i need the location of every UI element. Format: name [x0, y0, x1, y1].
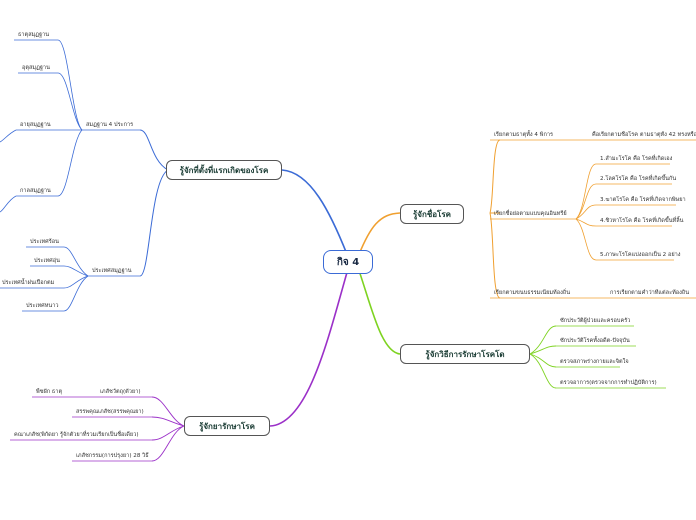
- edge-byVirtue-4: [575, 218, 597, 227]
- edge-center-cause: [281, 169, 351, 263]
- edge-treat-3: [529, 353, 557, 368]
- subtopic-by-virtue[interactable]: เรียกชื่อย่อตามแบบคุณอินทรีย์: [494, 211, 567, 217]
- edge-types-1: [63, 246, 89, 277]
- edge-elements-4: [57, 129, 83, 197]
- edge-med-1: [151, 396, 185, 427]
- leaf-by-virtue-4[interactable]: 4.ชิวหาโรโค คือ โรคที่เกิดขึ้นที่ลิ้น: [600, 218, 684, 224]
- leaf-element-1[interactable]: ธาตุสมุฏฐาน: [18, 32, 50, 38]
- main-node-name[interactable]: รู้จักชื่อโรค: [400, 204, 464, 224]
- leaf-element-4[interactable]: กาลสมุฏฐาน: [20, 188, 51, 194]
- leaf-type-2[interactable]: ประเทศอุ่น: [34, 258, 60, 264]
- leaf-by-custom-1[interactable]: การเรียกตามคำว่าที่แต่ละท้องถิ่น: [610, 290, 690, 296]
- main-node-cause[interactable]: รู้จักที่ตั้งที่แรกเกิดของโรค: [166, 160, 282, 180]
- leaf-pharmacology-1[interactable]: พืชผัก ธาตุ: [36, 389, 63, 395]
- leaf-by-element-1[interactable]: คือเรียกตามชื่อโรค ตามธาตุทั้ง 42 ทรงหรื…: [592, 132, 696, 138]
- leaf-by-virtue-1[interactable]: 1.สำมะโรโค คือ โรคที่เกิดเอง: [600, 156, 673, 162]
- edge-treat-2: [529, 345, 557, 355]
- edge-med-2: [151, 416, 185, 427]
- leaf-treat-4[interactable]: ตรวจอาการ(ตรวจจากการทำปฏิบัติการ): [560, 380, 657, 386]
- edge-center-treat: [355, 261, 401, 355]
- edge-types-2: [63, 265, 89, 277]
- edge-byVirtue-2: [575, 183, 597, 220]
- edge-byVirtue-5: [575, 218, 597, 261]
- leaf-type-1[interactable]: ประเทศร้อน: [30, 239, 59, 245]
- subtopic-by-element[interactable]: เรียกตามธาตุทั้ง 4 พิการ: [494, 132, 553, 138]
- main-node-medicine[interactable]: รู้จักยารักษาโรค: [184, 416, 270, 436]
- subtopic-pharmacology[interactable]: เภสัชวัตถุ(ตัวยา): [100, 389, 141, 395]
- edge-cause-types: [139, 169, 169, 277]
- edge-types-4: [63, 275, 89, 312]
- edge-elements-2: [57, 72, 83, 131]
- edge-treat-4: [529, 353, 557, 389]
- leaf-by-virtue-3[interactable]: 3.ฆาตโรโค คือ โรคที่เกิดจากพิษยา: [600, 197, 686, 203]
- edge-center-medicine: [269, 261, 351, 427]
- leaf-element-3[interactable]: อายุสมุฏฐาน: [20, 122, 51, 128]
- leaf-by-virtue-5[interactable]: 5.ภาษะโรโคแบ่งออกเป็น 2 อย่าง: [600, 252, 681, 258]
- leaf-by-virtue-2[interactable]: 2.โลคโรโค คือ โรคที่เกิดขึ้นกัน: [600, 176, 677, 182]
- subtopic-properties[interactable]: สรรพคุณเภสัช(สรรพคุณยา): [76, 409, 144, 415]
- edge-cause-elements: [139, 129, 169, 171]
- leaf-treat-3[interactable]: ตรวจสภาพร่างกายและจิตใจ: [560, 359, 629, 365]
- edge-el-4-off: [0, 195, 17, 213]
- subtopic-compounding[interactable]: เภสัชกรรม(การปรุงยา) 28 วิธี: [76, 453, 149, 459]
- edge-med-4: [151, 425, 185, 462]
- edge-byVirtue-3: [575, 204, 597, 220]
- leaf-treat-1[interactable]: ซักประวัติผู้ป่วยและครอบครัว: [560, 318, 631, 324]
- subtopic-types[interactable]: ประเทศสมุฏฐาน: [92, 268, 132, 274]
- subtopic-preparation[interactable]: คณาเภสัช(พิกัดยา รู้จักตัวยาที่รวมเรียกเ…: [14, 432, 139, 438]
- leaf-type-3[interactable]: ประเทศน้ำฝนเปือกตม: [2, 280, 55, 286]
- center-node[interactable]: กิจ 4: [323, 250, 373, 274]
- edge-name-byCustom: [489, 212, 501, 299]
- edge-byVirtue-1: [575, 163, 597, 220]
- subtopic-by-custom[interactable]: เรียกตามขนบธรรมเนียมท้องถิ่น: [494, 290, 571, 296]
- leaf-element-2[interactable]: อุตุสมุฏฐาน: [22, 65, 50, 71]
- leaf-type-4[interactable]: ประเทศหนาว: [26, 303, 59, 309]
- edge-treat-1: [529, 325, 557, 355]
- edge-med-3: [151, 425, 185, 441]
- leaf-treat-2[interactable]: ซักประวัติโรคทั้งอดีต-ปัจจุบัน: [560, 338, 630, 344]
- edge-name-byElement: [489, 139, 501, 214]
- edge-el-3-off: [0, 129, 17, 143]
- main-node-treat[interactable]: รู้จักวิธีการรักษาโรคโด: [400, 344, 530, 364]
- subtopic-elements[interactable]: สมฏฐาน 4 ประการ: [86, 122, 134, 128]
- edge-types-3: [63, 275, 89, 289]
- edge-elements-1: [57, 39, 83, 131]
